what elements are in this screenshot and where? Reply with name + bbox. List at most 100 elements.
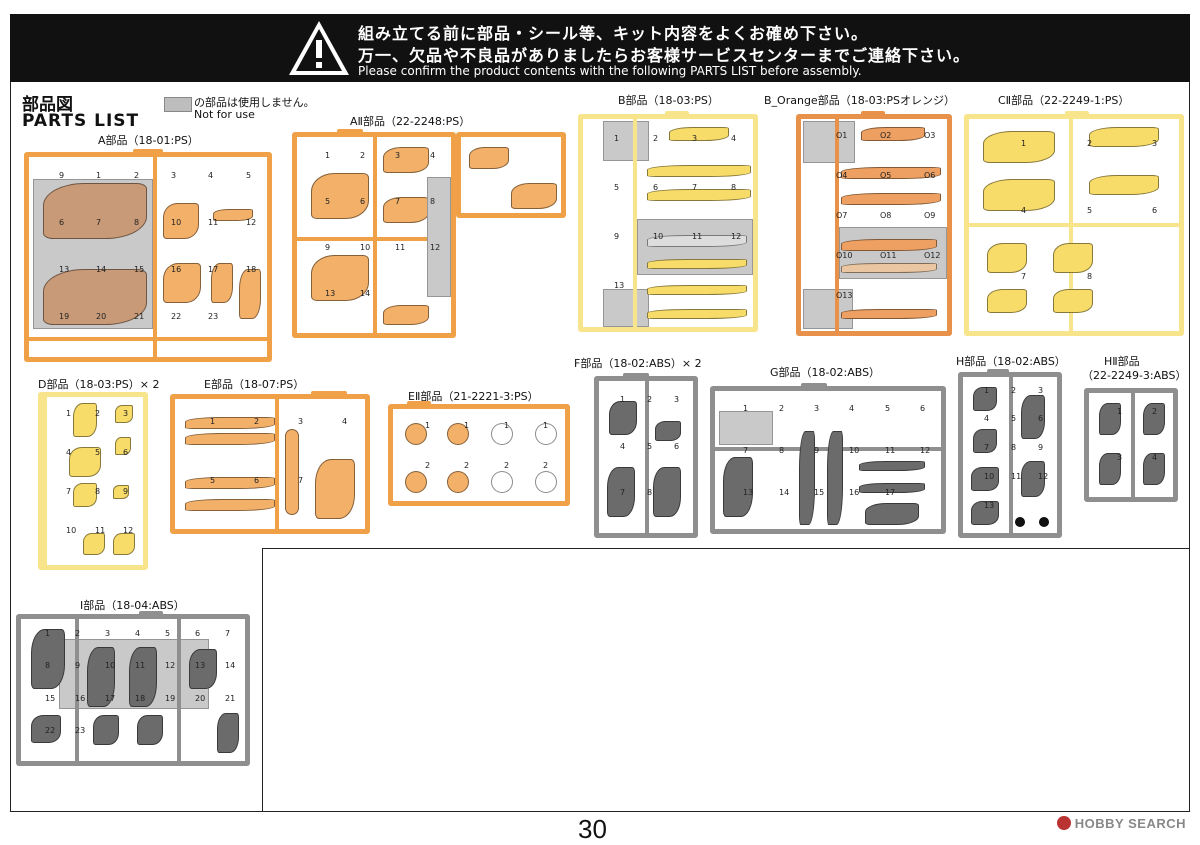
part-number: 7 xyxy=(66,487,72,496)
runner-f-label: F部品（18-02:ABS）× 2 xyxy=(574,357,702,370)
part-number: 13 xyxy=(743,488,754,497)
part-number: 11 xyxy=(885,446,896,455)
part-number: 1 xyxy=(543,421,549,430)
part-number: 6 xyxy=(1038,414,1044,423)
part-number: 1 xyxy=(66,409,72,418)
part-number: 3 xyxy=(395,151,401,160)
part-number: 7 xyxy=(298,476,304,485)
part-number: 22 xyxy=(171,312,182,321)
part-number: 4 xyxy=(731,134,737,143)
part-number: O13 xyxy=(836,291,853,300)
part-number: 5 xyxy=(325,197,331,206)
part-number: 12 xyxy=(1038,472,1049,481)
part-number: 8 xyxy=(1087,272,1093,281)
part-number: 1 xyxy=(984,386,990,395)
blank-area xyxy=(262,548,1190,812)
part-number: 1 xyxy=(96,171,102,180)
part-number: 5 xyxy=(885,404,891,413)
part-number: 3 xyxy=(814,404,820,413)
parts-list-title-en: PARTS LIST xyxy=(22,111,140,131)
part-number: 7 xyxy=(96,218,102,227)
part-number: 13 xyxy=(984,501,995,510)
runner-e-label: E部品（18-07:PS） xyxy=(204,378,305,391)
warning-triangle-icon xyxy=(289,21,349,75)
part-number: 7 xyxy=(620,488,626,497)
warning-banner: 組み立てる前に部品・シール等、キット内容をよくお確め下さい。 万一、欠品や不良品… xyxy=(10,14,1190,82)
part-number: 20 xyxy=(96,312,107,321)
banner-line-2: 万一、欠品や不良品がありましたらお客様サービスセンターまでご連絡下さい。 xyxy=(358,46,971,65)
part-number: 16 xyxy=(849,488,860,497)
part-number: 3 xyxy=(1038,386,1044,395)
runner-d-label: D部品（18-03:PS）× 2 xyxy=(38,378,160,391)
part-number: O2 xyxy=(880,131,892,140)
part-number: 3 xyxy=(1117,453,1123,462)
part-number: 6 xyxy=(1152,206,1158,215)
part-number: 7 xyxy=(692,183,698,192)
not-for-use-swatch xyxy=(164,97,192,112)
part-number: 11 xyxy=(208,218,219,227)
part-number: 5 xyxy=(210,476,216,485)
part-number: 8 xyxy=(779,446,785,455)
part-number: 2 xyxy=(1152,407,1158,416)
part-number: 4 xyxy=(430,151,436,160)
part-number: 1 xyxy=(325,151,331,160)
part-number: 10 xyxy=(66,526,77,535)
parts-list-title-jp: 部品図 xyxy=(22,95,73,115)
part-number: 15 xyxy=(814,488,825,497)
part-number: 1 xyxy=(464,421,470,430)
part-number: 8 xyxy=(1011,443,1017,452)
part-number: 16 xyxy=(75,694,86,703)
part-number: 6 xyxy=(920,404,926,413)
part-number: 4 xyxy=(984,414,990,423)
part-number: O1 xyxy=(836,131,848,140)
part-number: 12 xyxy=(246,218,257,227)
part-number: 13 xyxy=(195,661,206,670)
part-number: 6 xyxy=(195,629,201,638)
part-number: 1 xyxy=(425,421,431,430)
watermark-text: HOBBY SEARCH xyxy=(1074,816,1186,831)
part-number: O8 xyxy=(880,211,892,220)
part-number: O7 xyxy=(836,211,848,220)
part-number: 4 xyxy=(66,448,72,457)
part-number: 1 xyxy=(614,134,620,143)
part-number: 1 xyxy=(1117,407,1123,416)
part-number: 3 xyxy=(692,134,698,143)
part-number: 9 xyxy=(1038,443,1044,452)
part-number: 5 xyxy=(614,183,620,192)
part-number: 2 xyxy=(647,395,653,404)
watermark: HOBBY SEARCH xyxy=(1056,816,1186,831)
part-number: 6 xyxy=(674,442,680,451)
runner-e2-label: EⅡ部品（21-2221-3:PS） xyxy=(408,390,539,403)
part-number: 17 xyxy=(208,265,219,274)
part-number: O9 xyxy=(924,211,936,220)
part-number: O5 xyxy=(880,171,892,180)
part-number: 1 xyxy=(45,629,51,638)
runner-h-label: H部品（18-02:ABS） xyxy=(956,355,1066,368)
part-number: 18 xyxy=(246,265,257,274)
part-number: 17 xyxy=(105,694,116,703)
part-number: 11 xyxy=(95,526,106,535)
part-number: 12 xyxy=(920,446,931,455)
part-number: 5 xyxy=(647,442,653,451)
part-number: 15 xyxy=(134,265,145,274)
hobby-search-logo-icon xyxy=(1056,816,1071,830)
part-number: 15 xyxy=(45,694,56,703)
part-number: 2 xyxy=(504,461,510,470)
part-number: 2 xyxy=(425,461,431,470)
part-number: 7 xyxy=(395,197,401,206)
part-number: 6 xyxy=(59,218,65,227)
part-number: 8 xyxy=(731,183,737,192)
part-number: 1 xyxy=(620,395,626,404)
part-number: 3 xyxy=(298,417,304,426)
part-number: 12 xyxy=(731,232,742,241)
runner-b-label: B部品（18-03:PS） xyxy=(618,94,719,107)
part-number: 11 xyxy=(692,232,703,241)
part-number: 22 xyxy=(45,726,56,735)
part-number: 2 xyxy=(1087,139,1093,148)
part-number: 4 xyxy=(342,417,348,426)
